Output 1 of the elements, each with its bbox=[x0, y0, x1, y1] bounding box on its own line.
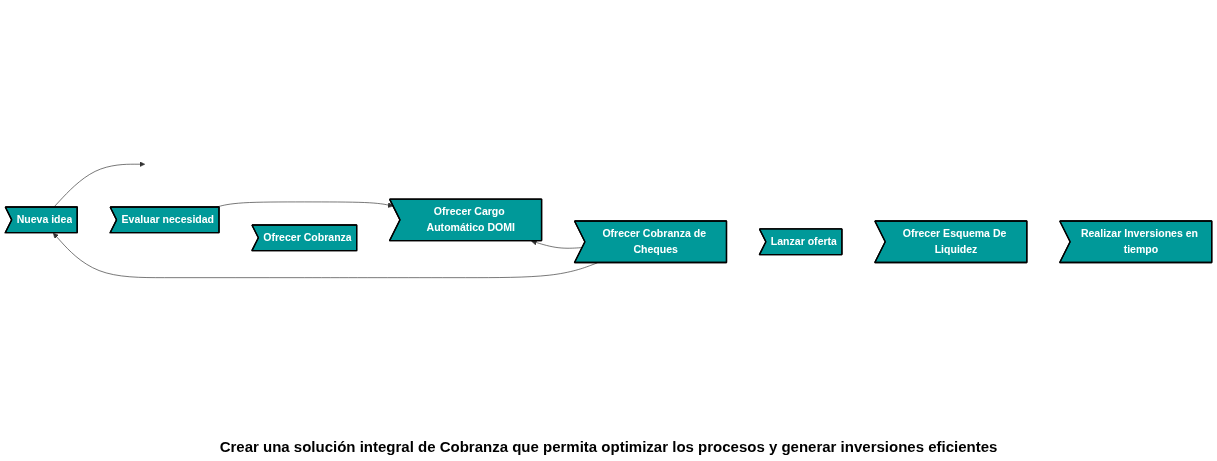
caption: Crear una solución integral de Cobranza que permita optimizar los procesos y generar inversiones eficientes bbox=[218, 437, 999, 457]
